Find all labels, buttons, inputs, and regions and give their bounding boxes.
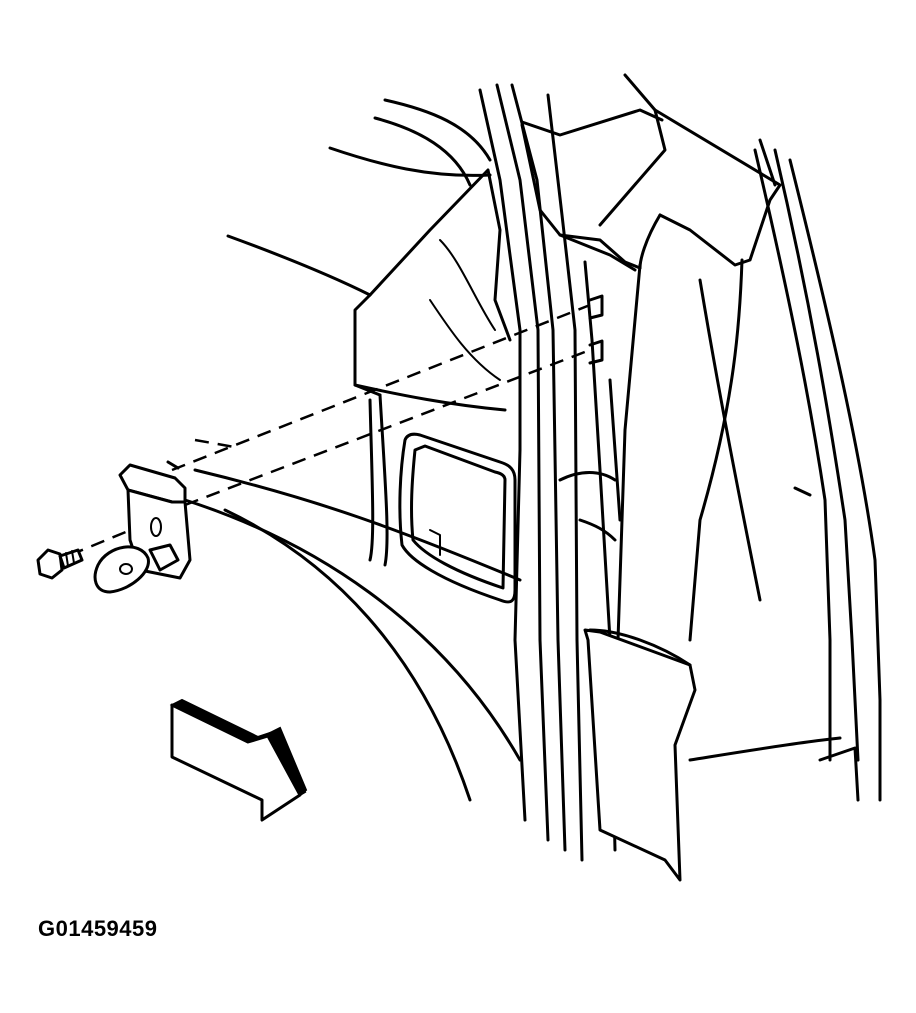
lower-trim-plate <box>583 628 697 882</box>
seat-panel <box>353 168 512 412</box>
upper-trim <box>598 73 882 802</box>
figure-id-label: G01459459 <box>38 916 158 941</box>
door-check-bracket <box>93 460 192 594</box>
front-direction-arrow <box>169 698 308 822</box>
roof-lines <box>226 98 492 297</box>
bolt-icon <box>36 548 84 580</box>
door-window <box>368 393 517 604</box>
body-curves <box>183 378 622 802</box>
pillar-slots <box>588 294 604 365</box>
b-pillar <box>478 83 664 862</box>
